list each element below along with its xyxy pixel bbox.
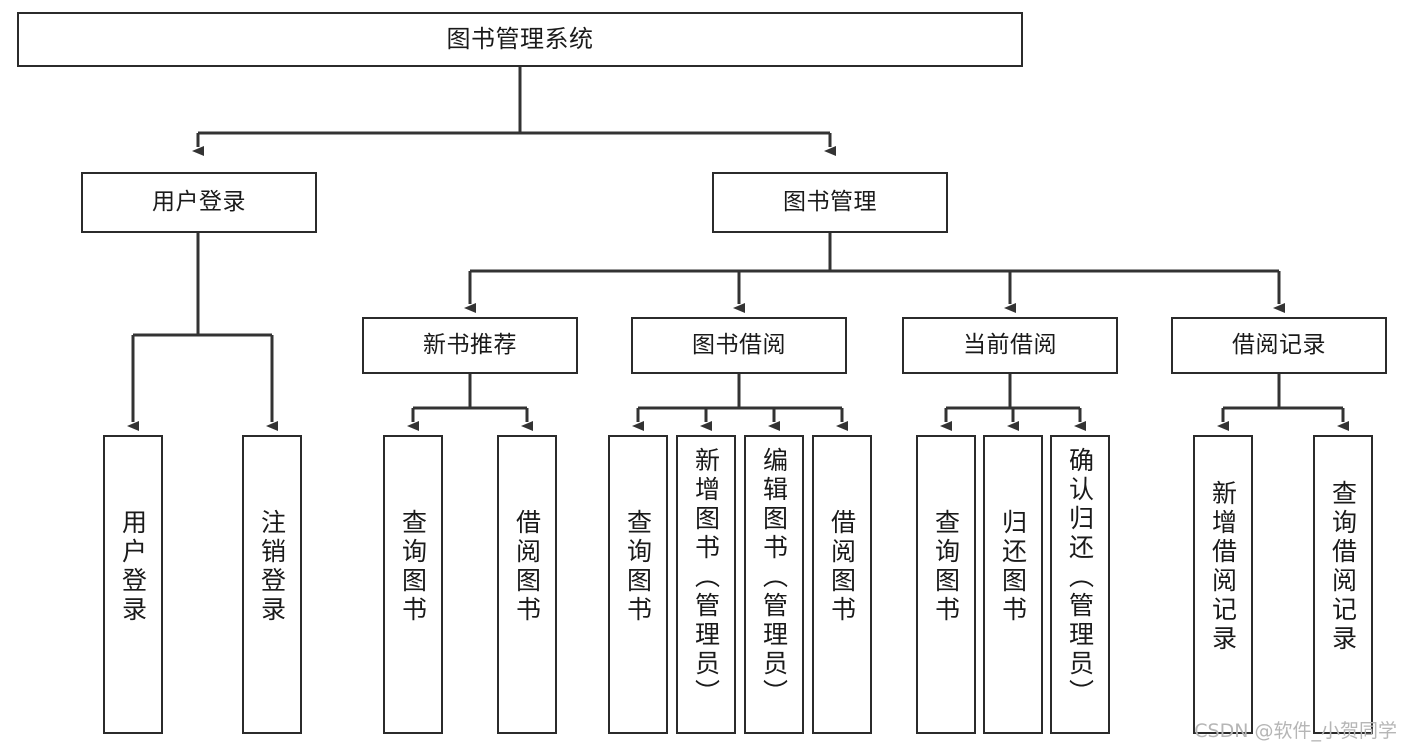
node-leaf-query-book-c[interactable]: 查询图书 [916,435,976,734]
node-leaf-query-book-b-label: 查询图书 [623,509,653,625]
node-leaf-add-record[interactable]: 新增借阅记录 [1193,435,1253,734]
node-leaf-add-book[interactable]: 新增图书（管理员） [676,435,736,734]
node-borrow-record-label: 借阅记录 [1232,331,1326,358]
node-leaf-query-book-b[interactable]: 查询图书 [608,435,668,734]
node-leaf-confirm-return-label: 确认归还（管理员） [1065,447,1095,708]
node-new-book-rec[interactable]: 新书推荐 [362,317,578,374]
node-leaf-return-book-label: 归还图书 [998,509,1028,625]
node-leaf-confirm-return[interactable]: 确认归还（管理员） [1050,435,1110,734]
node-user-login-label: 用户登录 [152,188,246,215]
node-leaf-query-book-c-label: 查询图书 [931,509,961,625]
node-leaf-logout-label: 注销登录 [257,509,287,625]
node-leaf-borrow-book-a-label: 借阅图书 [512,509,542,625]
node-current-borrow-label: 当前借阅 [963,331,1057,358]
node-root[interactable]: 图书管理系统 [17,12,1023,67]
node-leaf-logout[interactable]: 注销登录 [242,435,302,734]
node-leaf-borrow-book-b[interactable]: 借阅图书 [812,435,872,734]
node-leaf-query-book-a-label: 查询图书 [398,509,428,625]
node-book-borrow-label: 图书借阅 [692,331,786,358]
node-book-borrow[interactable]: 图书借阅 [631,317,847,374]
node-leaf-query-book-a[interactable]: 查询图书 [383,435,443,734]
node-borrow-record[interactable]: 借阅记录 [1171,317,1387,374]
node-leaf-add-record-label: 新增借阅记录 [1208,480,1238,654]
node-leaf-borrow-book-a[interactable]: 借阅图书 [497,435,557,734]
node-new-book-rec-label: 新书推荐 [423,331,517,358]
node-leaf-edit-book-label: 编辑图书（管理员） [759,447,789,708]
node-book-manage[interactable]: 图书管理 [712,172,948,233]
node-leaf-user-login[interactable]: 用户登录 [103,435,163,734]
node-leaf-user-login-label: 用户登录 [118,509,148,625]
node-leaf-borrow-book-b-label: 借阅图书 [827,509,857,625]
node-leaf-return-book[interactable]: 归还图书 [983,435,1043,734]
node-book-manage-label: 图书管理 [783,188,877,215]
node-leaf-query-record[interactable]: 查询借阅记录 [1313,435,1373,734]
node-root-label: 图书管理系统 [446,25,594,54]
node-leaf-query-record-label: 查询借阅记录 [1328,480,1358,654]
node-leaf-add-book-label: 新增图书（管理员） [691,447,721,708]
node-current-borrow[interactable]: 当前借阅 [902,317,1118,374]
node-user-login[interactable]: 用户登录 [81,172,317,233]
node-leaf-edit-book[interactable]: 编辑图书（管理员） [744,435,804,734]
